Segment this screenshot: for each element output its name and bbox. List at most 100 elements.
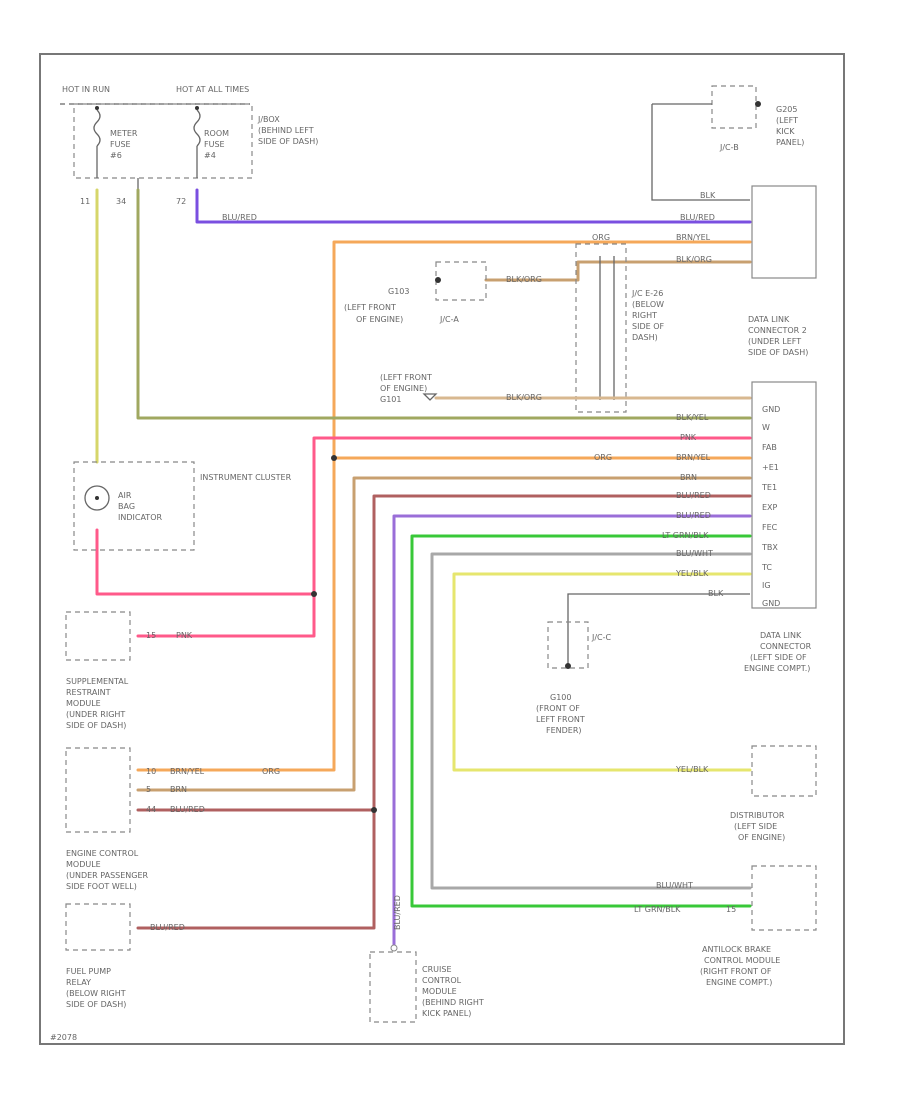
dlc1-term-fab: FAB (762, 443, 777, 452)
pin-34: 34 (116, 197, 126, 206)
cruise-label-3: MODULE (422, 987, 457, 996)
wire-blu-red-label-4: BLU/RED (676, 511, 711, 520)
abs-pin: 15 (726, 905, 736, 914)
data-link-connector-2 (751, 185, 817, 279)
srs-label-3: MODULE (66, 699, 101, 708)
srs-module: 15 SUPPLEMENTAL RESTRAINT MODULE (UNDER … (65, 611, 156, 730)
fpr-label-3: (BELOW RIGHT (66, 989, 126, 998)
room-fuse-label-3: #4 (204, 151, 216, 160)
wire-blu-red-label-6: BLU/RED (150, 923, 185, 932)
jce-label-3: RIGHT (632, 311, 657, 320)
cruise-control-module: CRUISE CONTROL MODULE (BEHIND RIGHT KICK… (369, 895, 484, 1023)
g205-label-1: G205 (776, 105, 797, 114)
room-fuse-label-1: ROOM (204, 129, 229, 138)
wire-org-label: ORG (592, 233, 610, 242)
jbox-label-2: (BEHIND LEFT (258, 126, 314, 135)
meter-fuse-label-1: METER (110, 129, 138, 138)
instrument-cluster: INSTRUMENT CLUSTER AIR BAG INDICATOR (73, 461, 292, 551)
jbox-label-1: J/BOX (257, 115, 280, 124)
instrument-cluster-label: INSTRUMENT CLUSTER (200, 473, 292, 482)
wire-org-label-2: ORG (594, 453, 612, 462)
jce-label-5: DASH) (632, 333, 658, 342)
g100-label-4: FENDER) (546, 726, 582, 735)
wire-lt-grn-blk-label: LT GRN/BLK (662, 531, 709, 540)
wire-brn-yel-label-2: BRN/YEL (676, 453, 711, 462)
g205-ground: G205 (LEFT KICK PANEL) J/C-B BLK (651, 85, 804, 201)
ecm-label-1: ENGINE CONTROL (66, 849, 139, 858)
jc-e26: J/C E-26 (BELOW RIGHT SIDE OF DASH) (575, 243, 664, 413)
hot-at-all-times-label: HOT AT ALL TIMES (176, 85, 249, 94)
data-link-connector-1 (751, 381, 817, 609)
g103-ground: G103 (LEFT FRONT OF ENGINE) J/C-A (344, 261, 487, 324)
wire-blk-org-label-2: BLK/ORG (676, 255, 712, 264)
dlc1-label-4: ENGINE COMPT.) (744, 664, 810, 673)
abs-label-2: CONTROL MODULE (704, 956, 780, 965)
jce-label-4: SIDE OF (632, 322, 664, 331)
wire-yel-blk-label: YEL/BLK (675, 569, 709, 578)
wire-blu-red-label-5: BLU/RED (170, 805, 205, 814)
srs-label-1: SUPPLEMENTAL (66, 677, 129, 686)
g101-ground: (LEFT FRONT OF ENGINE) G101 (380, 373, 438, 404)
g101-label-2: OF ENGINE) (380, 384, 427, 393)
distributor-label-3: OF ENGINE) (738, 833, 785, 842)
figure-id: #2078 (50, 1033, 77, 1042)
g100-label-2: (FRONT OF (536, 704, 580, 713)
jca-label: J/C-A (439, 315, 459, 324)
ecm-pin-10: 10 (146, 767, 156, 776)
fpr-label-2: RELAY (66, 978, 91, 987)
wire-pink-airbag (95, 528, 316, 596)
wire-blu-red-label-7: BLU/RED (393, 895, 402, 930)
distributor-label-1: DISTRIBUTOR (730, 811, 785, 820)
jce-label-1: J/C E-26 (631, 289, 663, 298)
cruise-label-5: KICK PANEL) (422, 1009, 471, 1018)
joint-box: HOT IN RUN HOT AT ALL TIMES METER FUSE #… (60, 85, 318, 206)
dlc1-term-w: W (762, 423, 770, 432)
dlc1-term-te1: TE1 (761, 483, 777, 492)
ecm-pin-5: 5 (146, 785, 151, 794)
diagram-frame (39, 53, 845, 1045)
wire-lt-grn-blk-label-2: LT GRN/BLK (634, 905, 681, 914)
dlc1-term-fec: FEC (762, 523, 778, 532)
wire-brown-blk-org (484, 260, 752, 282)
airbag-label-3: INDICATOR (118, 513, 162, 522)
srs-label-2: RESTRAINT (66, 688, 111, 697)
g205-label-4: PANEL) (776, 138, 804, 147)
distributor: DISTRIBUTOR (LEFT SIDE OF ENGINE) (730, 745, 817, 842)
room-fuse-label-2: FUSE (204, 140, 225, 149)
srs-pin: 15 (146, 631, 156, 640)
dlc2-label-3: (UNDER LEFT (748, 337, 801, 346)
dlc2-label-2: CONNECTOR 2 (748, 326, 807, 335)
dlc1-term-tc: TC (761, 563, 772, 572)
meter-fuse-label-3: #6 (110, 151, 122, 160)
ecm-label-3: (UNDER PASSENGER (66, 871, 149, 880)
wire-blk-label-1: BLK (700, 191, 716, 200)
wire-pnk-label: PNK (680, 433, 697, 442)
wire-brown-brn (136, 476, 752, 792)
wire-violet-blu-red (195, 188, 752, 224)
cruise-label-1: CRUISE (422, 965, 452, 974)
abs-label-3: (RIGHT FRONT OF (700, 967, 772, 976)
jcc-label: J/C-C (591, 633, 612, 642)
jce-label-2: (BELOW (632, 300, 664, 309)
jcb-label: J/C-B (719, 143, 739, 152)
g100-label-1: G100 (550, 693, 571, 702)
wire-blk-org-label-3: BLK/ORG (506, 393, 542, 402)
meter-fuse-label-2: FUSE (110, 140, 131, 149)
dlc1-term-gnd: GND (762, 405, 780, 414)
ecm-label-2: MODULE (66, 860, 101, 869)
wire-yellow-yel-blk (452, 572, 752, 772)
wire-maroon-blk-red (136, 494, 752, 930)
jbox-label-3: SIDE OF DASH) (258, 137, 318, 146)
g103-label-3: OF ENGINE) (356, 315, 403, 324)
pin-72: 72 (176, 197, 186, 206)
wire-blk-g100 (567, 593, 750, 666)
dlc1-term-exp: EXP (762, 503, 778, 512)
wire-pink-pnk (136, 436, 752, 638)
wire-orange-brn-yel (136, 240, 752, 772)
dlc1-term-gnd2: GND (762, 599, 780, 608)
airbag-label-2: BAG (118, 502, 135, 511)
wire-blu-red-label-2: BLU/RED (680, 213, 715, 222)
wire-olive-blk-yel (136, 188, 752, 420)
wire-blk-label-2: BLK (708, 589, 724, 598)
